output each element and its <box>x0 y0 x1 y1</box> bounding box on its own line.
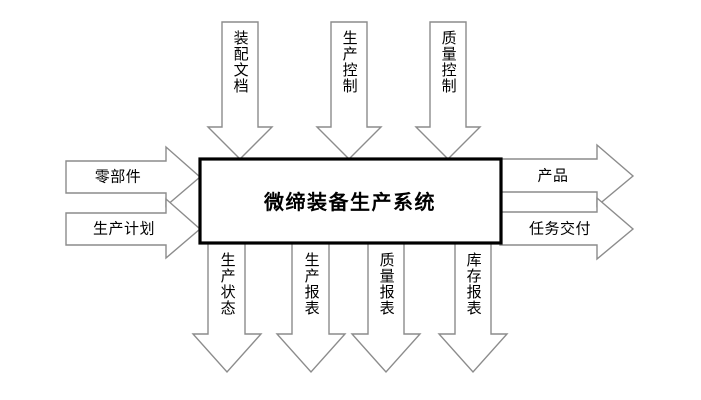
output-label-task-delivery: 任务交付 <box>528 219 592 238</box>
output-arrow-task-delivery-shape <box>499 196 635 261</box>
input-label-parts: 零部件 <box>94 167 142 186</box>
control-arrow-quality-control-shape <box>414 21 482 160</box>
output-label-production-report: 生产报表 <box>302 252 321 316</box>
control-arrow-assembly-document-shape <box>206 21 274 160</box>
output-label-product: 产品 <box>537 166 569 185</box>
input-label-production-plan: 生产计划 <box>92 219 156 238</box>
control-label-quality-control: 质量控制 <box>439 30 458 94</box>
output-label-inventory-report: 库存报表 <box>464 252 483 316</box>
output-arrow-production-report-shape <box>275 242 347 374</box>
output-arrow-product-shape <box>499 143 635 208</box>
control-label-production-control: 生产控制 <box>340 30 359 94</box>
output-arrow-inventory-report-shape <box>437 242 509 374</box>
control-label-assembly-document: 装配文档 <box>231 30 250 94</box>
output-label-quality-report: 质量报表 <box>377 252 396 316</box>
output-arrow-quality-report-shape <box>350 242 422 374</box>
output-label-production-status: 生产状态 <box>218 252 237 316</box>
input-arrow-parts-shape <box>65 145 202 208</box>
system-label: 微缔装备生产系统 <box>264 189 436 214</box>
control-arrow-production-control-shape <box>315 21 383 160</box>
output-arrow-production-status-shape <box>191 242 263 374</box>
system-box-shape <box>198 157 503 245</box>
input-arrow-production-plan-shape <box>65 197 202 260</box>
